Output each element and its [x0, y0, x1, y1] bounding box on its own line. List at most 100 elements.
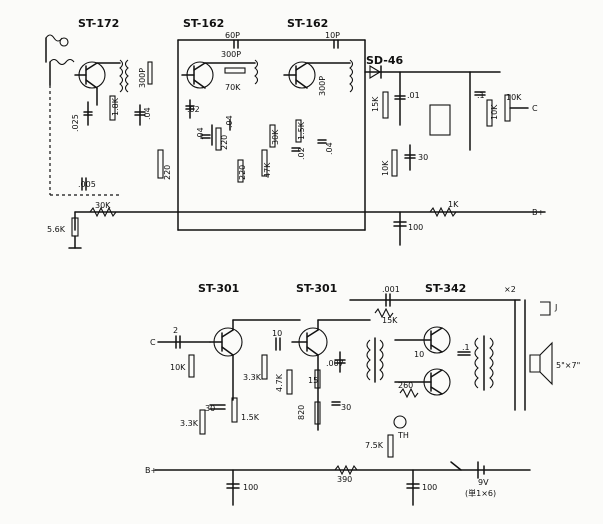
resistor-260 — [399, 387, 419, 399]
label-15k-b: 15K — [371, 96, 380, 112]
diode-sd46: SD-46 — [364, 54, 471, 79]
label-300p-a: 300P — [138, 68, 147, 88]
transistor-st162-a: ST-162 — [181, 17, 256, 89]
label-st301-b: ST-301 — [296, 282, 337, 295]
label-15k-d: 15K — [382, 316, 398, 325]
label-04-a: .04 — [143, 107, 152, 120]
label-02-a: .02 — [187, 105, 200, 114]
label-220-a: 220 — [163, 165, 172, 180]
rf-if-section: ST-172 1.8K .025 300P 220 .04 .005 30K 5… — [45, 17, 546, 249]
antenna-coil — [45, 34, 120, 196]
label-st301-a: ST-301 — [198, 282, 239, 295]
transistor-st342-a — [394, 326, 451, 354]
label-th: TH — [397, 431, 409, 440]
resistor-820 — [314, 401, 321, 425]
driver-transformer — [366, 337, 384, 383]
label-260: 260 — [398, 381, 413, 390]
label-390: 390 — [337, 475, 352, 484]
label-j: J — [554, 303, 557, 312]
resistor-30k-a — [269, 124, 276, 148]
audio-section: ST-301 ST-301 ST-342 ×2 C 2 10K 3.3K 3.3… — [145, 282, 580, 506]
resistor-4-7k — [286, 369, 293, 395]
label-c1: .1 — [477, 91, 485, 100]
label-4-7k: 4.7K — [275, 373, 284, 392]
label-1-8k: 1.8K — [111, 97, 120, 116]
label-c-out: C — [532, 104, 538, 113]
label-c10: 10 — [272, 329, 282, 338]
label-st162-b: ST-162 — [287, 17, 328, 30]
resistor-3-3k-b — [199, 409, 206, 435]
label-30-a: 30 — [418, 153, 428, 162]
resistor-15 — [314, 369, 321, 389]
resistor-10k-d — [188, 354, 195, 378]
speaker-icon — [529, 341, 553, 386]
resistor-10k-a — [486, 99, 493, 127]
label-st342: ST-342 — [425, 282, 466, 295]
label-st342-mult: ×2 — [504, 285, 516, 294]
resistor-15k-b — [382, 91, 389, 119]
label-02-b: .02 — [297, 147, 306, 160]
switch-box — [429, 104, 451, 136]
transistor-st342-b — [394, 368, 451, 396]
label-30k-b: 30K — [95, 201, 111, 210]
transistor-st301-b — [291, 319, 328, 431]
label-5-6k: 5.6K — [47, 225, 66, 234]
label-01: .01 — [407, 91, 420, 100]
label-300p-c: 300P — [318, 76, 327, 96]
label-st172: ST-172 — [78, 17, 119, 30]
label-7-5k: 7.5K — [365, 441, 384, 450]
label-005: .005 — [78, 180, 96, 189]
resistor-220-c — [237, 159, 244, 183]
resistor-1-8k — [109, 95, 116, 121]
label-1-5k-a: 1.5K — [297, 121, 306, 140]
label-bplus-a: B+ — [532, 208, 544, 217]
resistor-10k-c — [391, 149, 398, 177]
resistor-220-a — [157, 149, 164, 179]
label-70k: 70K — [225, 83, 241, 92]
label-r10: 10 — [414, 350, 424, 359]
label-9v: 9V — [478, 478, 489, 487]
transistor-st301-a — [209, 319, 243, 401]
label-battery: (単1×6) — [465, 488, 496, 498]
label-47k: 47K — [263, 162, 272, 178]
label-100-c: 100 — [422, 483, 437, 492]
resistor-30k-b — [89, 206, 117, 218]
label-10k-a: 10K — [490, 104, 499, 120]
resistor-1-5k-a — [295, 119, 302, 143]
label-220-c: 220 — [238, 165, 247, 180]
label-c2: 2 — [173, 326, 178, 335]
label-c-in: C — [150, 338, 156, 347]
label-007: .007 — [326, 359, 344, 368]
output-transformer — [474, 335, 494, 391]
resistor-1k — [429, 206, 457, 218]
label-60p: 60P — [225, 31, 240, 40]
resistor-70k — [224, 67, 246, 74]
label-820: 820 — [297, 405, 306, 420]
label-st162-a: ST-162 — [183, 17, 224, 30]
label-c1b: .1 — [462, 343, 470, 352]
label-300p-b: 300P — [221, 50, 241, 59]
transistor-st172: ST-172 — [74, 17, 121, 106]
label-04-d: .04 — [325, 142, 334, 155]
label-04-b: .04 — [196, 127, 205, 140]
label-1k: 1K — [448, 200, 459, 209]
power-switch — [450, 461, 462, 471]
label-3-3k-a: 3.3K — [243, 373, 262, 382]
label-10p: 10P — [325, 31, 340, 40]
label-3-3k-b: 3.3K — [180, 419, 199, 428]
label-10k-b: 10K — [506, 93, 522, 102]
label-sd46: SD-46 — [366, 54, 403, 67]
label-30k-a: 30K — [271, 129, 280, 145]
resistor-15k-d — [374, 307, 394, 319]
label-1-5k-c: 1.5K — [241, 413, 260, 422]
label-04-c: .04 — [225, 115, 234, 128]
resistor-390 — [334, 464, 358, 476]
label-15: 15 — [308, 376, 318, 385]
label-10k-c: 10K — [381, 160, 390, 176]
label-220-b: 220 — [220, 135, 229, 150]
label-bplus-b: B+ — [145, 466, 157, 475]
label-30-b: 30 — [205, 404, 215, 413]
label-025: .025 — [71, 114, 80, 132]
